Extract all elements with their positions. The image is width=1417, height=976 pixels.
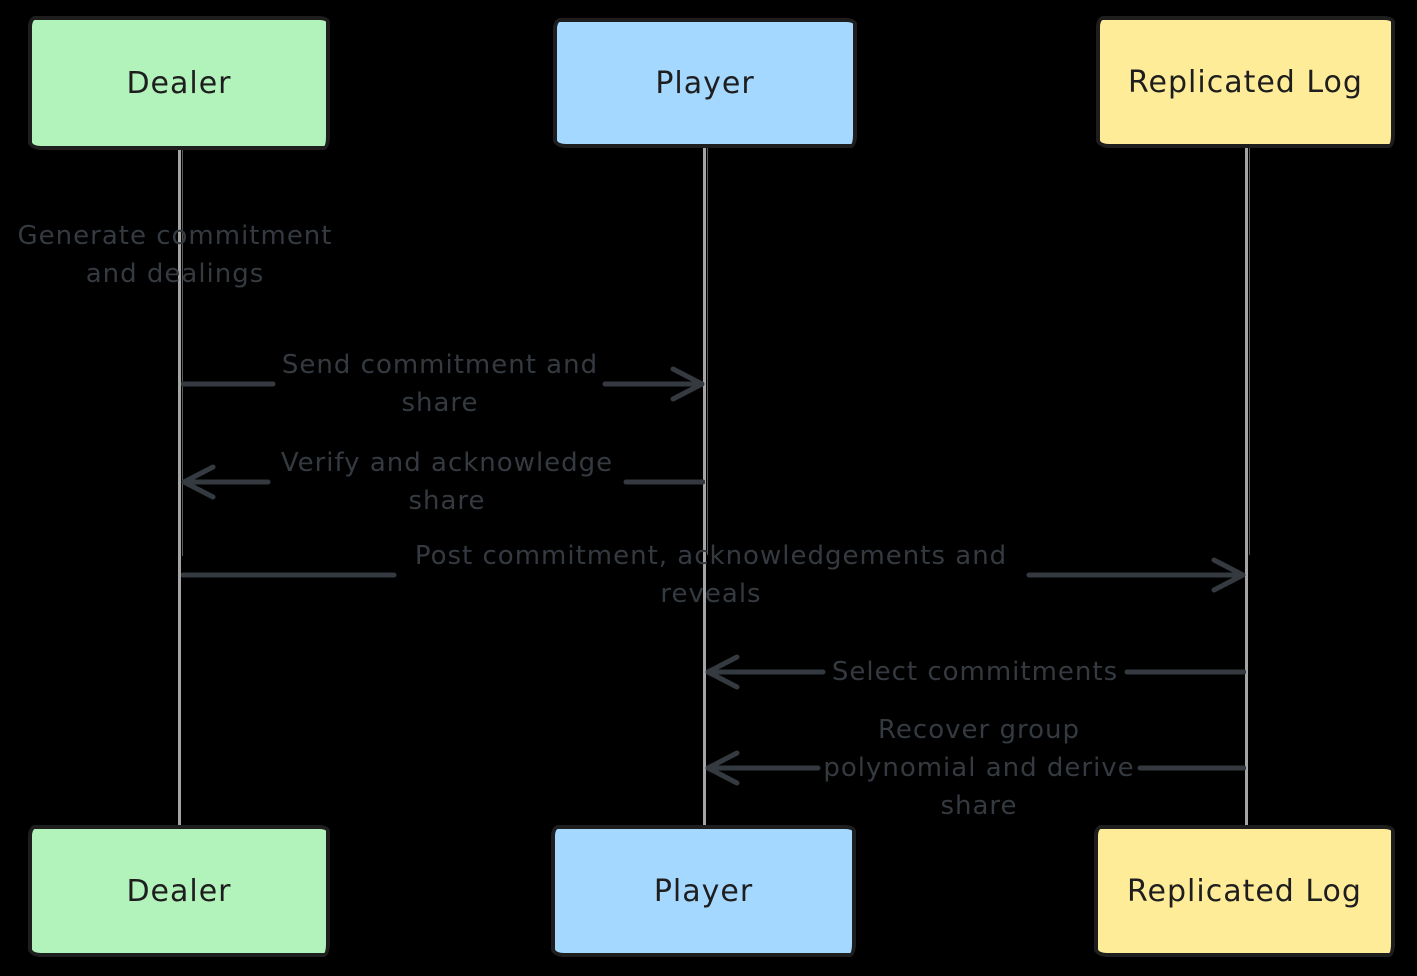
message-line: share <box>401 388 479 418</box>
message-line: share <box>408 486 486 516</box>
note-line: Generate commitment <box>17 221 333 251</box>
actor-box-dealer-bottom: Dealer <box>28 825 330 957</box>
message-label-verify-share: Verify and acknowledge share <box>281 444 613 520</box>
right-arrow-icon <box>181 366 705 402</box>
actor-box-player-top: Player <box>553 18 857 148</box>
left-arrow-icon <box>705 654 1246 690</box>
note-line: and dealings <box>85 259 265 289</box>
actor-box-dealer-top: Dealer <box>28 16 330 150</box>
message-line: share <box>940 791 1018 821</box>
lifeline-dealer <box>178 150 183 827</box>
arrow-select-commitments <box>705 652 1246 692</box>
message-line: Verify and acknowledge <box>280 448 614 478</box>
left-arrow-icon <box>181 464 705 500</box>
arrow-recover-group-polynomial <box>705 748 1246 788</box>
actor-label-dealer: Dealer <box>126 65 232 101</box>
actor-box-replicated-log-top: Replicated Log <box>1096 16 1395 148</box>
actor-label-dealer: Dealer <box>126 873 232 909</box>
actor-label-player: Player <box>655 65 755 101</box>
actor-label-replicated-log: Replicated Log <box>1128 64 1363 100</box>
right-arrow-icon <box>181 557 1246 593</box>
message-line: Send commitment and <box>281 350 599 380</box>
message-label-recover-group-polynomial: Recover group polynomial and derive shar… <box>823 711 1134 825</box>
message-line: Recover group <box>878 715 1080 745</box>
message-line: Select commitments <box>831 657 1119 687</box>
message-label-post-commitment: Post commitment, acknowledgements and re… <box>415 537 1007 613</box>
arrow-verify-and-acknowledge <box>181 462 705 502</box>
message-line: polynomial and derive <box>823 753 1135 783</box>
message-line: reveals <box>660 579 762 609</box>
lifeline-replicated-log <box>1245 148 1250 827</box>
note-generate-commitment: Generate commitment and dealings <box>18 217 333 293</box>
actor-label-player: Player <box>653 873 754 909</box>
message-label-select-commitments: Select commitments <box>832 653 1118 691</box>
arrow-send-commitment-and-share <box>181 364 705 404</box>
actor-box-replicated-log-bottom: Replicated Log <box>1094 825 1395 957</box>
arrow-post-commitment <box>181 555 1246 595</box>
left-arrow-icon <box>705 750 1246 786</box>
lifeline-player <box>703 148 708 827</box>
actor-box-player-bottom: Player <box>551 825 856 957</box>
actor-label-replicated-log: Replicated Log <box>1127 873 1362 909</box>
message-label-send-commitment: Send commitment and share <box>282 346 598 422</box>
message-line: Post commitment, acknowledgements and <box>414 541 1008 571</box>
